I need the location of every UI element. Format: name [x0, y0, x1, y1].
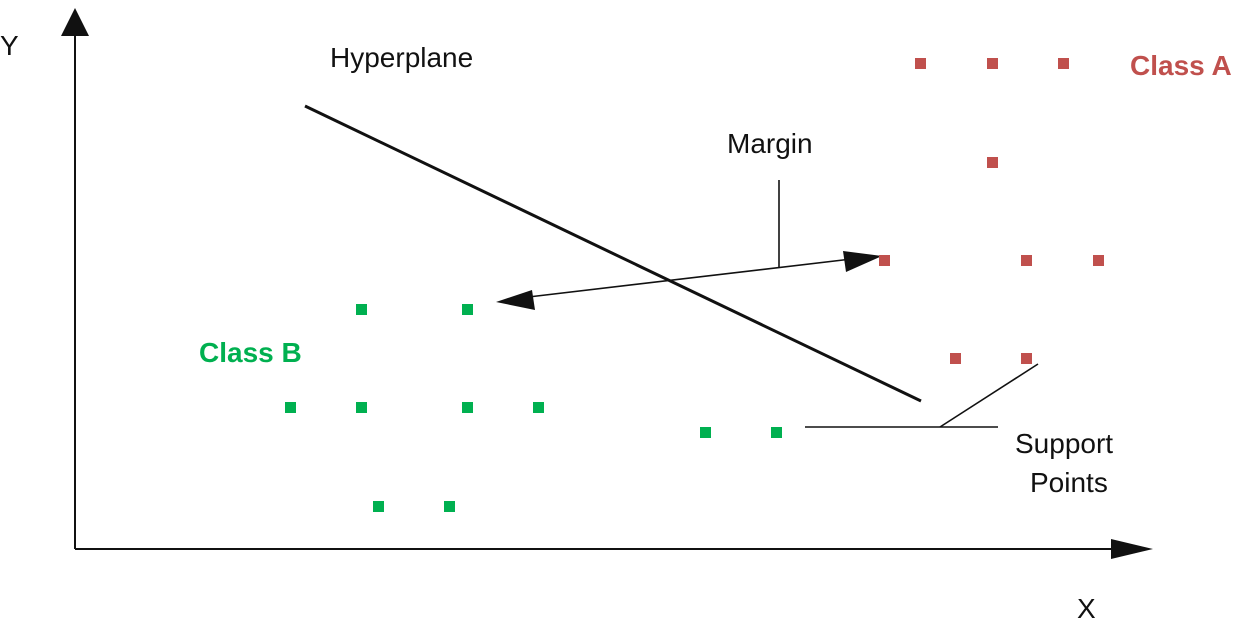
- class-a-point: [915, 58, 926, 69]
- margin-arrowhead-right: [843, 251, 882, 272]
- y-axis-arrowhead: [61, 8, 89, 36]
- class-b-point: [285, 402, 296, 413]
- x-axis-label: X: [1077, 593, 1096, 624]
- class-a-point: [1058, 58, 1069, 69]
- class-a-point: [1021, 353, 1032, 364]
- y-axis-label: Y: [0, 30, 19, 61]
- hyperplane-line: [304, 104, 922, 403]
- margin-arrowhead-left: [496, 290, 535, 310]
- class-b-point: [700, 427, 711, 438]
- margin-line: [519, 257, 861, 299]
- class-b-point: [356, 402, 367, 413]
- support-points-label-line2: Points: [1030, 467, 1108, 498]
- class-a-point: [987, 157, 998, 168]
- x-axis-arrowhead: [1111, 539, 1153, 559]
- class-b-point: [462, 402, 473, 413]
- class-a-label: Class A: [1130, 50, 1232, 81]
- class-b-point: [462, 304, 473, 315]
- class-b-point: [444, 501, 455, 512]
- support-points-label-line1: Support: [1015, 428, 1113, 459]
- class-b-point: [373, 501, 384, 512]
- class-a-point: [1021, 255, 1032, 266]
- support-leader-diagonal: [939, 363, 1039, 428]
- axes: Y X: [0, 8, 1153, 624]
- margin-arrow: [496, 180, 882, 310]
- margin-label: Margin: [727, 128, 813, 159]
- class-b-point: [771, 427, 782, 438]
- class-a-point: [879, 255, 890, 266]
- hyperplane-label: Hyperplane: [330, 42, 473, 73]
- class-b-points: [285, 304, 782, 512]
- class-b-point: [356, 304, 367, 315]
- class-a-point: [987, 58, 998, 69]
- class-b-point: [533, 402, 544, 413]
- class-b-label: Class B: [199, 337, 302, 368]
- class-a-point: [1093, 255, 1104, 266]
- class-a-point: [950, 353, 961, 364]
- support-points-leader: [805, 363, 1039, 428]
- class-a-points: [879, 58, 1104, 364]
